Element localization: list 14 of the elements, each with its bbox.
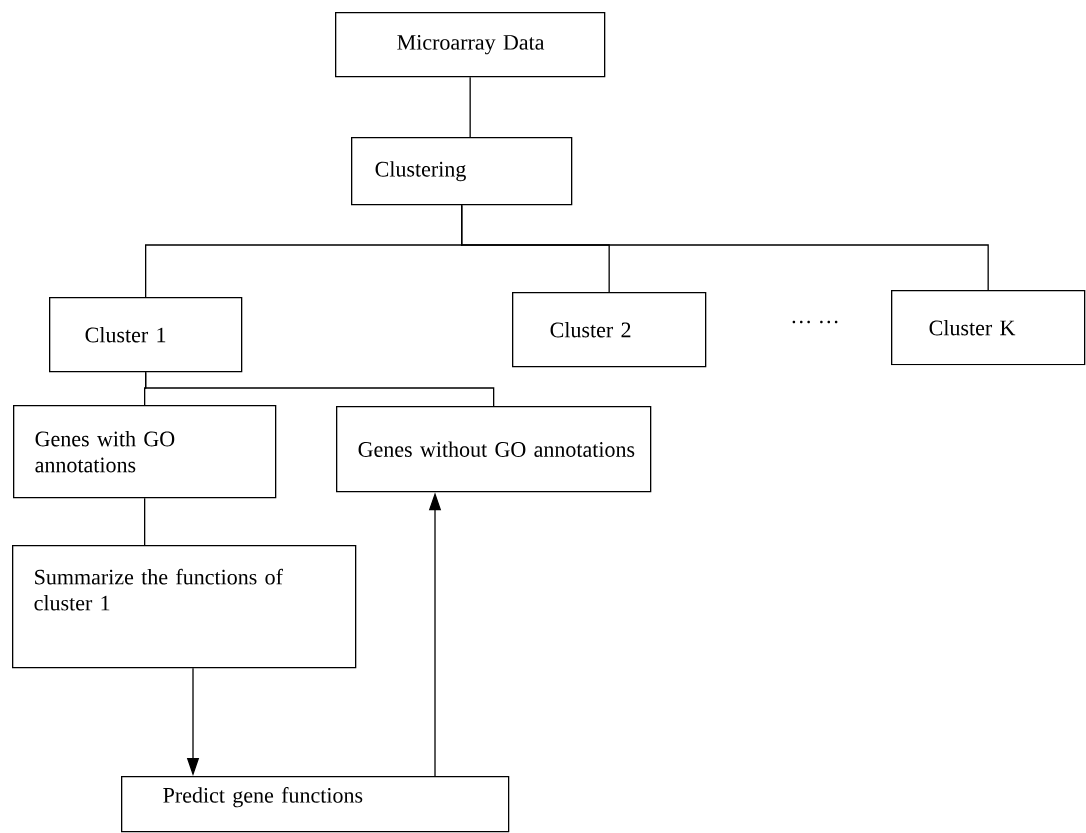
process-box: Cluster 1 [49,297,243,373]
connector-line [461,204,989,291]
process-box: Genes with GO annotations [13,405,277,499]
connector-line [144,497,146,546]
process-box: Microarray Data [335,12,606,78]
ellipsis-label: … … [792,320,838,324]
process-box: Clustering [351,137,573,206]
process-box: Cluster 2 [512,292,707,368]
process-box: Genes without GO annotations [336,406,652,493]
connector-line [145,371,495,407]
process-box: Cluster K [891,290,1086,366]
process-box: Summarize the functions of cluster 1 [12,545,357,669]
connector-line [469,76,471,138]
process-box: Predict gene functions [121,776,510,833]
